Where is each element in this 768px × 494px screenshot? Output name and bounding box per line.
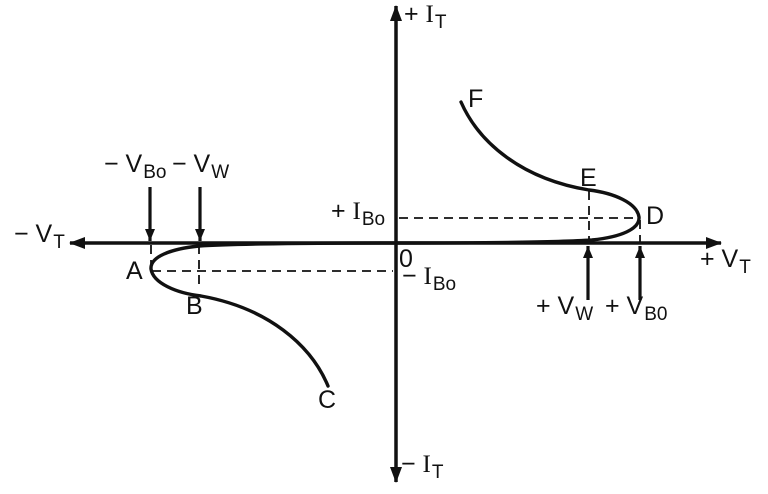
label-text: − xyxy=(172,150,194,178)
point-label-d: D xyxy=(646,202,665,230)
neg-vbo-label: − VBo xyxy=(104,150,166,183)
label-text: + xyxy=(331,197,353,225)
label-subscript: Bo xyxy=(143,162,167,183)
label-text: I xyxy=(425,1,434,28)
point-label-c: C xyxy=(318,386,337,414)
vi-curve-reverse xyxy=(149,241,396,388)
label-text: − xyxy=(104,150,126,178)
label-subscript: Bo xyxy=(361,209,386,230)
label-text: I xyxy=(352,198,361,225)
point-label-b: B xyxy=(186,292,203,320)
chart-layer xyxy=(69,5,722,483)
pos-vw-label: + VW xyxy=(536,292,593,325)
label-text: + xyxy=(700,245,722,273)
origin-label: 0 xyxy=(399,245,413,273)
label-text: − xyxy=(401,450,423,478)
x-axis-positive-label: + VT xyxy=(700,245,751,278)
label-text: V xyxy=(557,292,575,320)
label-text: V xyxy=(721,245,739,273)
y-axis-positive-label: + IT xyxy=(404,0,446,33)
label-text: I xyxy=(423,263,432,290)
label-text: + xyxy=(536,292,558,320)
label-subscript: T xyxy=(431,462,444,483)
label-subscript: W xyxy=(211,162,230,183)
label-subscript: W xyxy=(575,304,594,325)
label-text: + xyxy=(605,292,627,320)
label-text: I xyxy=(422,451,431,478)
label-subscript: T xyxy=(53,232,65,253)
pos-vb0-label: + VB0 xyxy=(605,292,667,325)
pos-ibo-label: + IBo xyxy=(331,197,385,230)
point-label-f: F xyxy=(468,85,484,113)
neg-ibo-label: − IBo xyxy=(402,262,456,295)
label-text: + xyxy=(404,0,426,28)
label-text: − xyxy=(14,220,36,248)
label-text: V xyxy=(626,292,644,320)
x-axis-negative-label: − VT xyxy=(14,220,65,253)
label-subscript: B0 xyxy=(644,304,668,325)
vi-curve-forward xyxy=(396,100,641,245)
label-text: V xyxy=(35,220,53,248)
point-label-e: E xyxy=(580,164,597,192)
label-subscript: T xyxy=(739,257,751,278)
y-axis-negative-label: − IT xyxy=(401,450,443,483)
label-text: V xyxy=(193,150,211,178)
label-text: V xyxy=(125,150,143,178)
label-subscript: Bo xyxy=(432,274,457,295)
neg-vw-label: − VW xyxy=(172,150,229,183)
label-text: − xyxy=(402,262,424,290)
label-subscript: T xyxy=(434,12,447,33)
point-label-a: A xyxy=(126,257,143,285)
